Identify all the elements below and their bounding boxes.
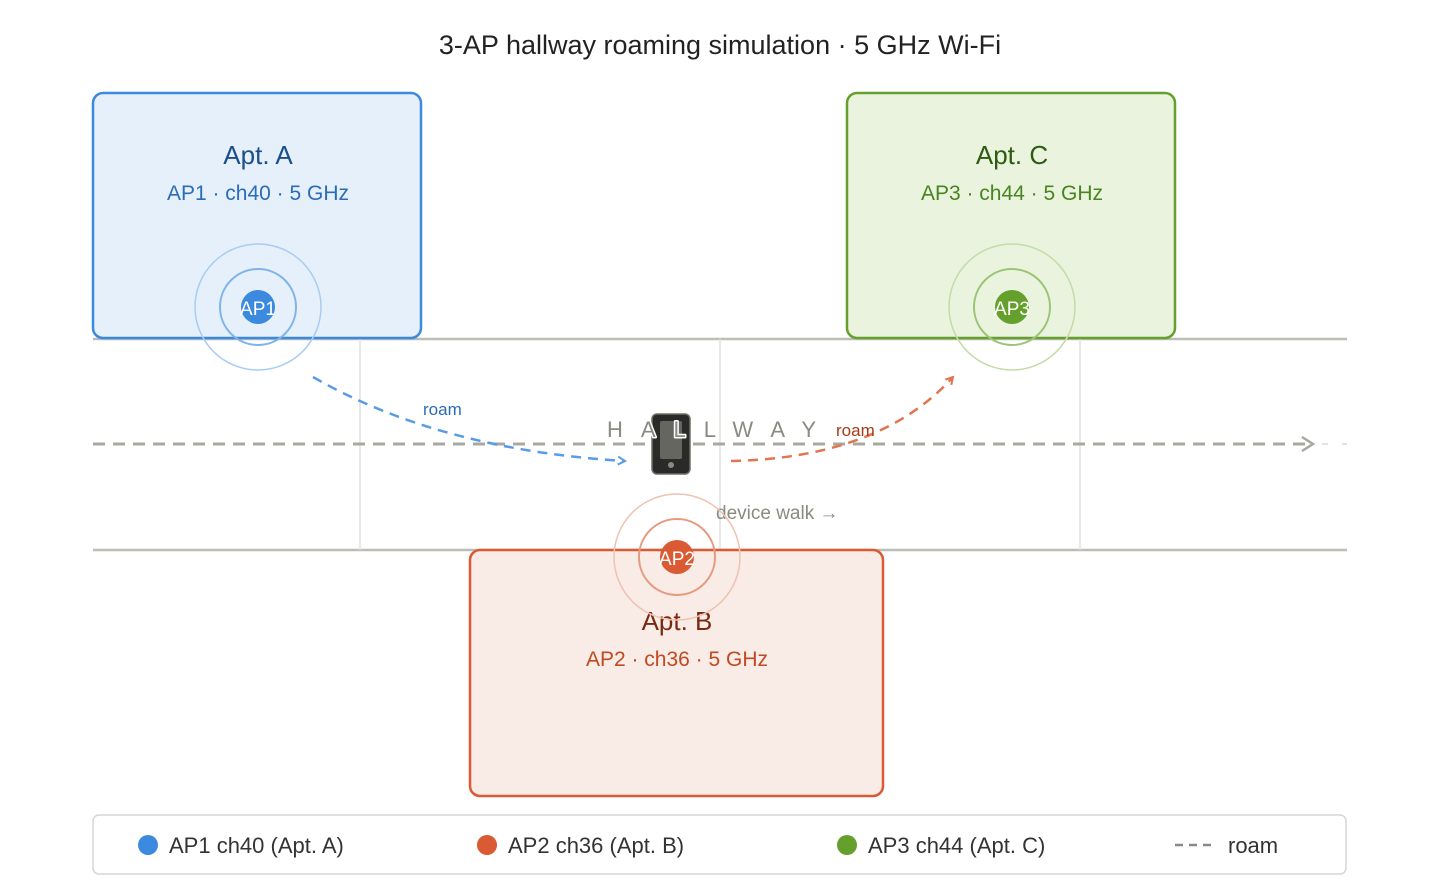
device-walk-label: device walk →	[716, 503, 839, 524]
legend-item: roam	[1228, 833, 1278, 858]
roam-arrow-ap1-to-ap2	[312, 375, 625, 461]
ap-label: AP1	[240, 299, 276, 320]
access-point-ap3: AP3	[948, 243, 1076, 371]
legend: AP1 ch40 (Apt. A) AP2 ch36 (Apt. B) AP3 …	[92, 814, 1347, 875]
apartment-a: Apt. A AP1 · ch40 · 5 GHz	[91, 91, 423, 340]
apartment-c: Apt. C AP3 · ch44 · 5 GHz	[845, 91, 1177, 340]
legend-swatch-ap1	[138, 835, 158, 855]
roam-label: roam	[423, 400, 462, 419]
access-point-ap2: AP2	[613, 493, 741, 621]
ap-label: AP2	[659, 549, 695, 570]
legend-item: AP2 ch36 (Apt. B)	[508, 833, 684, 858]
access-point-ap1: AP1	[194, 243, 322, 371]
ap-label: AP3	[994, 299, 1030, 320]
smartphone-icon	[651, 413, 691, 475]
hallway-label: HALLWAY	[607, 417, 834, 442]
apartment-name: Apt. C	[976, 140, 1048, 170]
apartment-name: Apt. A	[223, 140, 293, 170]
legend-swatch-ap2	[477, 835, 497, 855]
apartment-subtitle: AP2 · ch36 · 5 GHz	[586, 648, 768, 671]
diagram-title: 3-AP hallway roaming simulation · 5 GHz …	[439, 30, 1001, 60]
legend-item: AP1 ch40 (Apt. A)	[169, 833, 344, 858]
apartment-b: Apt. B AP2 · ch36 · 5 GHz	[468, 548, 885, 798]
apartment-subtitle: AP1 · ch40 · 5 GHz	[167, 182, 349, 205]
legend-swatch-ap3	[837, 835, 857, 855]
hallway: device walk →	[93, 337, 1347, 552]
roam-label: roam	[836, 421, 875, 440]
roam-arrow-ap2-to-ap3	[730, 377, 953, 463]
apartment-name: Apt. B	[642, 606, 713, 636]
apartment-subtitle: AP3 · ch44 · 5 GHz	[921, 182, 1103, 205]
legend-item: AP3 ch44 (Apt. C)	[868, 833, 1045, 858]
